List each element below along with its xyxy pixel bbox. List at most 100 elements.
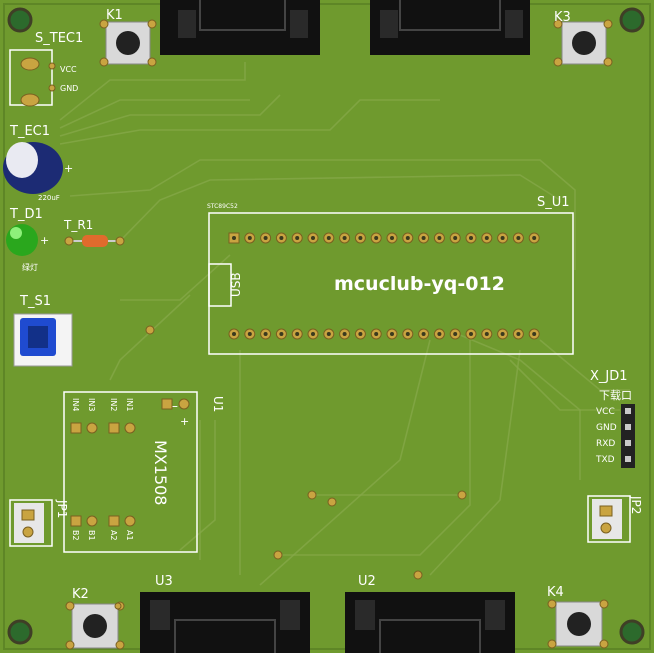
button-k1[interactable] — [99, 19, 157, 67]
label-jp1: JP1 — [55, 499, 69, 518]
u1-pin-label: IN1 — [125, 398, 134, 411]
plus-sign: + — [64, 162, 73, 175]
u1-pin-label: IN2 — [109, 398, 118, 411]
mcu-pin-hole — [279, 332, 284, 336]
led-t-d1 — [6, 224, 38, 256]
header-u3[interactable] — [140, 592, 310, 653]
connector-jp1[interactable] — [9, 499, 53, 547]
u1-pin-label: IN3 — [87, 398, 96, 411]
download-port-pin — [625, 424, 631, 430]
mcu-pin-hole — [326, 236, 331, 240]
label-k3: K3 — [554, 10, 571, 25]
label-s-tec1: S_TEC1 — [35, 31, 83, 46]
label-k4: K4 — [547, 585, 564, 600]
label-u1: U1 — [211, 396, 225, 412]
resistor-t-r1 — [64, 235, 125, 247]
u1-pin — [86, 515, 98, 527]
mounting-hole — [619, 619, 645, 645]
mcu-pin-hole — [263, 236, 268, 240]
mcu-pin-hole — [295, 236, 300, 240]
top-header-left[interactable] — [160, 0, 320, 55]
u1-pin — [70, 422, 82, 434]
mcu-pin-hole — [516, 332, 521, 336]
label-u3: U3 — [155, 574, 173, 589]
s-tec1-vcc-label: VCC — [60, 65, 77, 74]
mcu-pin-row-bottom — [228, 328, 540, 340]
mcu-pin-hole — [421, 236, 426, 240]
power-terminal-s-tec1[interactable] — [9, 49, 53, 107]
capacitor-t-ec1 — [3, 142, 63, 194]
u1-pin-label: A1 — [125, 530, 134, 541]
mcu-pin-hole — [469, 236, 473, 240]
label-t-s1: T_S1 — [19, 294, 51, 309]
download-port-header[interactable] — [621, 404, 635, 468]
mcu-pin-hole — [532, 332, 537, 336]
led-plus-sign: + — [40, 234, 49, 247]
download-port-pin-labels: VCC GND RXD TXD — [595, 407, 617, 465]
mcu-pin-hole — [453, 332, 458, 336]
mcu-top-label: STC89C52 — [207, 203, 238, 210]
label-u2: U2 — [358, 574, 376, 589]
mcu-pin-hole — [500, 236, 505, 240]
copper-traces — [59, 62, 630, 586]
mcu-pin-hole — [358, 332, 363, 336]
top-header-right[interactable] — [370, 0, 530, 55]
mcu-pin-hole — [421, 332, 426, 336]
mcu-pin-row-top — [228, 232, 540, 244]
label-t-r1: T_R1 — [63, 218, 93, 232]
button-k3[interactable] — [553, 19, 613, 67]
u1-pin-label: IN4 — [71, 398, 80, 411]
mcu-pin-hole — [374, 236, 379, 240]
usb-marker: USB — [208, 263, 243, 307]
xjd-pin-txd: TXD — [595, 455, 615, 465]
mcu-pin-hole — [437, 332, 442, 336]
mcu-pin-hole — [390, 236, 394, 240]
mcu-pin-hole — [342, 236, 347, 240]
mcu-pin-hole — [437, 236, 442, 240]
mcu-pin-hole — [484, 236, 489, 240]
button-k2[interactable] — [65, 601, 125, 650]
u1-power-pads — [161, 398, 190, 410]
u1-pin-label: B2 — [71, 530, 80, 541]
label-t-d1: T_D1 — [9, 207, 43, 222]
mcu-pin-hole — [374, 332, 379, 336]
mcu-pin-hole — [232, 236, 236, 240]
u1-pin — [124, 515, 136, 527]
label-x-jd1: X_JD1 — [590, 369, 628, 384]
s-tec1-gnd-label: GND — [60, 84, 78, 93]
board-name: mcuclub-yq-012 — [334, 273, 505, 295]
download-port-pin — [625, 440, 631, 446]
button-k4[interactable] — [547, 599, 609, 649]
label-s-u1: S_U1 — [537, 195, 570, 210]
label-t-ec1: T_EC1 — [9, 124, 50, 139]
u1-pin-label: A2 — [109, 530, 118, 541]
mcu-pin-hole — [469, 332, 473, 336]
mcu-pin-hole — [311, 332, 315, 336]
label-k1: K1 — [106, 8, 123, 23]
mcu-pin-hole — [405, 332, 410, 336]
u1-chip-name: MX1508 — [151, 440, 170, 505]
header-u2[interactable] — [345, 592, 515, 653]
mcu-pin-hole — [358, 236, 363, 240]
mcu-pin-hole — [295, 332, 300, 336]
mcu-pin-hole — [232, 332, 236, 336]
mcu-pin-hole — [311, 236, 315, 240]
mcu-pin-hole — [263, 332, 268, 336]
switch-t-s1[interactable] — [13, 313, 73, 367]
mcu-pin-hole — [500, 332, 505, 336]
xjd-pin-vcc: VCC — [596, 407, 615, 417]
mcu-pin-hole — [453, 236, 458, 240]
mcu-pin-hole — [405, 236, 410, 240]
u1-pin — [124, 422, 136, 434]
label-jp2: JP2 — [629, 495, 643, 514]
mcu-pin-hole — [279, 236, 284, 240]
u1-pin-label: B1 — [87, 530, 96, 541]
xjd-pin-gnd: GND — [596, 423, 617, 433]
connector-jp2[interactable] — [587, 495, 631, 543]
mcu-pin-hole — [390, 332, 394, 336]
u1-pin — [70, 515, 82, 527]
download-port-pin — [625, 456, 631, 462]
mounting-hole — [7, 619, 33, 645]
